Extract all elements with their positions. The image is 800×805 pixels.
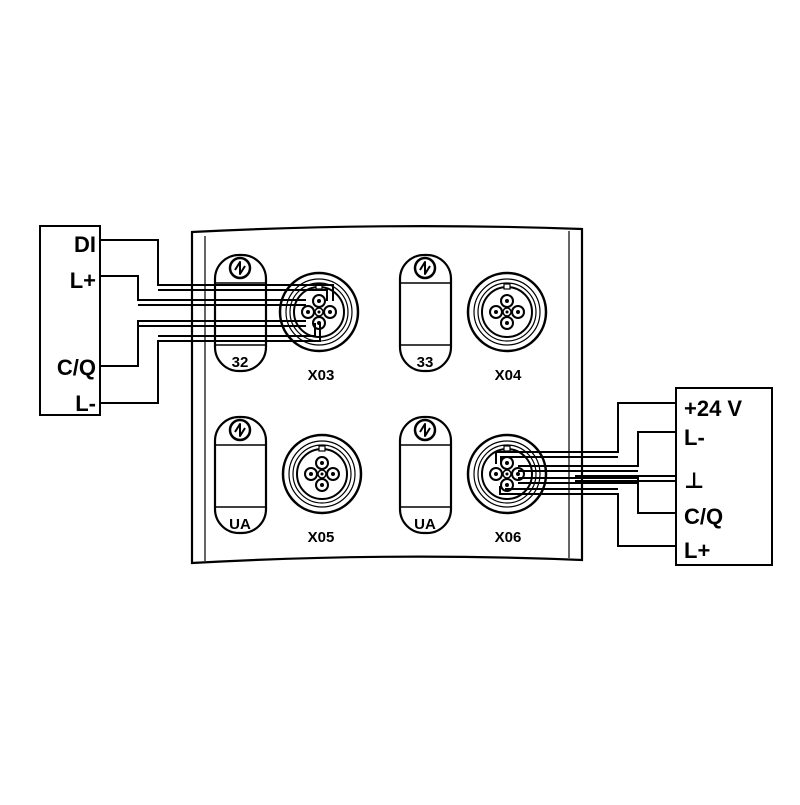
left-wiring xyxy=(100,239,334,404)
status-window xyxy=(213,253,268,373)
port-x05[interactable]: UA X05 xyxy=(213,415,363,546)
m12-connector-icon[interactable] xyxy=(281,433,363,515)
port-label: X06 xyxy=(495,529,522,546)
port-label: X03 xyxy=(308,367,335,384)
right-wiring xyxy=(495,402,676,547)
port-badge: 33 xyxy=(417,354,434,371)
port-x04[interactable]: 33 X04 xyxy=(398,253,548,384)
port-x06[interactable]: UA X06 xyxy=(398,415,548,546)
port-label: X05 xyxy=(308,529,335,546)
m12-connector-icon[interactable] xyxy=(466,433,548,515)
pin-label-lminus: L- xyxy=(684,425,705,450)
ground-symbol-icon: ⊥ xyxy=(684,468,704,493)
pin-label-24v: +24 V xyxy=(684,396,742,421)
status-window xyxy=(398,253,453,373)
pin-label-lplus: L+ xyxy=(684,538,710,563)
status-led-icon xyxy=(413,256,437,280)
status-led-icon xyxy=(228,256,252,280)
port-badge: UA xyxy=(414,516,436,533)
pin-label-lminus: L- xyxy=(75,391,96,416)
status-led-icon xyxy=(413,418,437,442)
right-field-device: +24 V L- ⊥ C/Q L+ xyxy=(675,387,773,566)
m12-connector-icon[interactable] xyxy=(466,271,548,353)
port-x03[interactable]: 32 X03 xyxy=(213,253,360,384)
pin-label-cq: C/Q xyxy=(684,504,723,529)
port-label: X04 xyxy=(495,367,522,384)
status-window xyxy=(213,415,268,535)
pin-label-lplus: L+ xyxy=(70,268,96,293)
left-field-device: DI L+ C/Q L- xyxy=(39,225,101,416)
status-led-icon xyxy=(228,418,252,442)
device-box xyxy=(39,225,101,416)
port-badge: 32 xyxy=(232,354,249,371)
port-badge: UA xyxy=(229,516,251,533)
pin-label-di: DI xyxy=(74,232,96,257)
pin-label-cq: C/Q xyxy=(57,355,96,380)
status-window xyxy=(398,415,453,535)
